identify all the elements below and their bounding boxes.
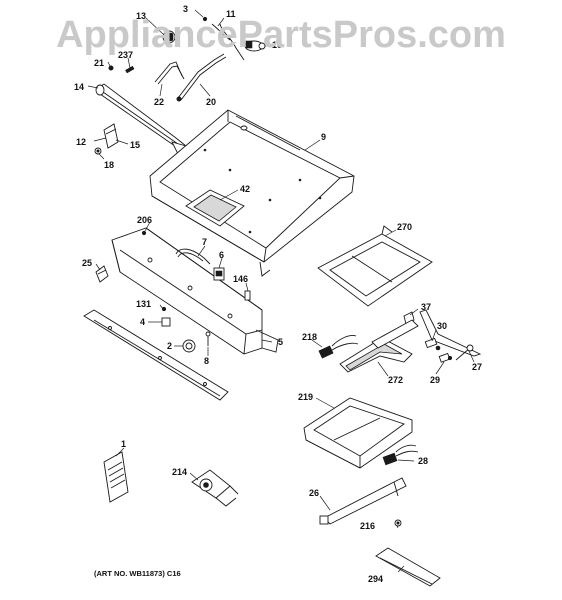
part-27-valve[interactable] <box>455 344 474 361</box>
part-3-screw[interactable] <box>202 16 208 22</box>
part-18-nut[interactable] <box>94 147 102 155</box>
callout-42[interactable]: 42 <box>240 184 250 194</box>
callout-29[interactable]: 29 <box>430 375 440 385</box>
part-42-igniter-window[interactable] <box>185 189 245 227</box>
callout-30[interactable]: 30 <box>437 321 447 331</box>
callout-12[interactable]: 12 <box>76 137 86 147</box>
part-206-screw[interactable] <box>141 230 147 236</box>
callout-18[interactable]: 18 <box>104 160 114 170</box>
callout-146[interactable]: 146 <box>233 274 248 284</box>
callout-10[interactable]: 10 <box>272 40 282 50</box>
callout-214[interactable]: 214 <box>172 467 187 477</box>
part-9-burner-box[interactable] <box>149 109 355 277</box>
part-294-shield[interactable] <box>375 547 441 587</box>
part-30-orifice[interactable] <box>424 337 441 351</box>
part-14-burner-tube[interactable] <box>95 83 193 161</box>
leader-lines <box>87 9 475 573</box>
callout-25[interactable]: 25 <box>82 258 92 268</box>
callout-219[interactable]: 219 <box>298 392 313 402</box>
callout-131[interactable]: 131 <box>136 299 151 309</box>
callout-37[interactable]: 37 <box>421 302 431 312</box>
callout-294[interactable]: 294 <box>368 574 383 584</box>
part-8-screw[interactable] <box>205 331 211 346</box>
part-28-igniter[interactable] <box>382 444 419 466</box>
part-26-bake-tube[interactable] <box>319 477 407 525</box>
part-216-nut[interactable] <box>394 519 402 527</box>
part-10-regulator[interactable] <box>244 40 266 52</box>
part-21-nut[interactable] <box>108 65 114 71</box>
part-11-tube[interactable] <box>211 23 245 61</box>
callout-8[interactable]: 8 <box>204 356 209 366</box>
part-270-baffle[interactable] <box>317 225 433 307</box>
callout-11[interactable]: 11 <box>226 9 236 19</box>
part-219-broil-burner-box[interactable] <box>303 397 413 469</box>
callout-270[interactable]: 270 <box>397 222 412 232</box>
part-4-orifice[interactable] <box>161 317 171 327</box>
part-214-ignition-module[interactable] <box>191 469 239 507</box>
part-146-clip[interactable] <box>244 290 251 301</box>
callout-15[interactable]: 15 <box>130 140 140 150</box>
callout-28[interactable]: 28 <box>418 456 428 466</box>
part-237-fitting[interactable] <box>125 65 135 74</box>
part-25-clip[interactable] <box>95 265 109 283</box>
callout-4[interactable]: 4 <box>140 317 145 327</box>
part-272-burner[interactable] <box>339 337 413 373</box>
callout-20[interactable]: 20 <box>206 97 216 107</box>
part-22-tube[interactable] <box>154 61 185 85</box>
callout-1[interactable]: 1 <box>121 439 126 449</box>
callout-27[interactable]: 27 <box>472 362 482 372</box>
callout-272[interactable]: 272 <box>388 375 403 385</box>
part-29-orifice[interactable] <box>438 352 453 363</box>
callout-22[interactable]: 22 <box>154 97 164 107</box>
part-13-valve[interactable] <box>162 30 176 44</box>
part-12-bracket[interactable] <box>103 123 119 149</box>
part-7-wire[interactable] <box>175 248 211 265</box>
callout-6[interactable]: 6 <box>219 250 224 260</box>
callout-2[interactable]: 2 <box>167 341 172 351</box>
callout-13[interactable]: 13 <box>136 11 146 21</box>
part-20-tube[interactable] <box>176 53 227 102</box>
part-131-screw[interactable] <box>161 306 167 312</box>
part-1-literature[interactable] <box>103 451 129 503</box>
part-218-igniter[interactable] <box>318 335 359 359</box>
callout-206[interactable]: 206 <box>137 215 152 225</box>
callout-216[interactable]: 216 <box>360 521 375 531</box>
part-trim-strip[interactable] <box>83 309 229 401</box>
callout-14[interactable]: 14 <box>74 82 84 92</box>
art-number: (ART NO. WB11873) C16 <box>94 569 181 578</box>
callout-7[interactable]: 7 <box>202 237 207 247</box>
callout-9[interactable]: 9 <box>321 132 326 142</box>
callout-26[interactable]: 26 <box>309 488 319 498</box>
callout-3[interactable]: 3 <box>183 4 188 14</box>
part-6-switch[interactable] <box>213 267 225 281</box>
part-2-knob[interactable] <box>182 339 196 353</box>
callout-labels: 13 3 11 10 21 237 14 22 20 9 12 15 18 42… <box>74 4 482 584</box>
callout-21[interactable]: 21 <box>94 58 104 68</box>
callout-237[interactable]: 237 <box>118 50 133 60</box>
callout-5[interactable]: 5 <box>278 337 283 347</box>
callout-218[interactable]: 218 <box>302 332 317 342</box>
